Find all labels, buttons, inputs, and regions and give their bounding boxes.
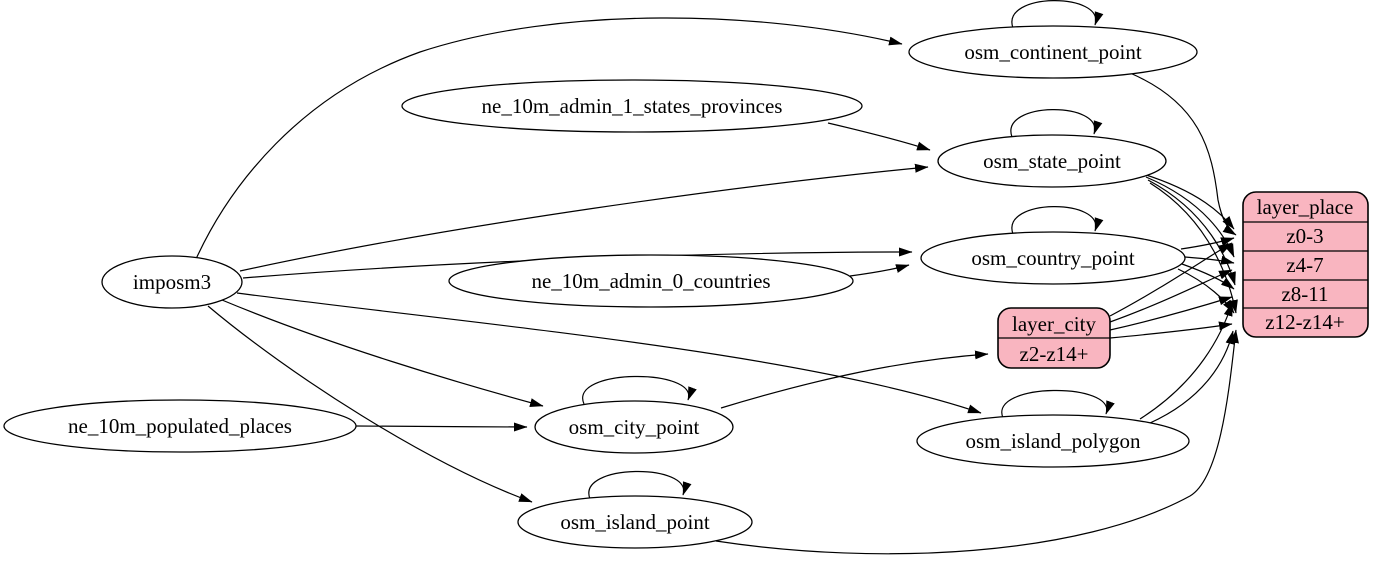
self-loop-osm_country_point [1011,206,1104,235]
node-imposm3-shape [101,255,243,309]
record-layer_place-row-z8-11: z8-11 [1281,282,1328,306]
node-osm_country_point-label: osm_country_point [971,246,1134,270]
node-osm_city_point-label: osm_city_point [569,415,700,439]
node-osm_continent_point-label: osm_continent_point [964,40,1141,64]
node-osm_island_point-label: osm_island_point [560,510,710,534]
node-osm_state_point: osm_state_point [937,134,1167,188]
edge-osm_island_polygon-layer_place-z8-11 [1139,302,1233,420]
edge-layer_city-layer_place-z12-z14 [1109,321,1233,339]
record-layer_place-title: layer_place [1257,195,1354,219]
node-ne_10m_admin_1_states_provinces: ne_10m_admin_1_states_provinces [401,79,863,133]
node-osm_city_point: osm_city_point [534,400,734,454]
record-layer_place: layer_place z0-3 z4-7 z8-11 z12-z14+ [1242,191,1369,338]
node-osm_island_point: osm_island_point [517,495,753,549]
self-loop-osm_continent_point [1011,0,1104,29]
node-imposm3-label: imposm3 [133,270,211,294]
edge-osm_city_point-layer_city [720,350,989,409]
edge-imposm3-osm_state_point [239,163,929,272]
node-osm_island_polygon-label: osm_island_polygon [965,429,1141,453]
record-layer_place-row-z12-z14: z12-z14+ [1265,310,1344,334]
node-ne_10m_populated_places-label: ne_10m_populated_places [68,414,292,438]
edge-imposm3-osm_city_point [221,299,544,407]
node-ne_10m_admin_1_states_provinces-shape [401,79,863,133]
edge-osm_country_point-layer_place-z8-11 [1181,263,1235,290]
node-osm_country_point-shape [920,231,1186,285]
node-osm_island_point-shape [517,495,753,549]
edge-ne_10m_admin_0_countries-osm_country_point [849,264,910,277]
node-ne_10m_admin_1_states_provinces-label: ne_10m_admin_1_states_provinces [482,94,783,118]
node-osm_country_point: osm_country_point [920,231,1186,285]
self-loop-osm_city_point [582,375,697,405]
edge-imposm3-osm_continent_point [195,17,903,260]
node-imposm3: imposm3 [101,255,243,309]
record-layer_place-row-z4-7: z4-7 [1286,253,1323,277]
node-ne_10m_admin_0_countries-label: ne_10m_admin_0_countries [531,269,770,293]
record-layer_city-title: layer_city [1012,312,1096,336]
node-ne_10m_populated_places-shape [3,399,357,453]
edge-osm_country_point-layer_place-z0-3 [1180,237,1235,250]
self-loop-osm_state_point [1010,109,1103,138]
edge-osm_island_polygon-layer_place-z12-z14 [1149,330,1235,424]
record-layer_place-box [1242,191,1369,338]
edge-layer_city-layer_place-z4-7 [1109,269,1233,323]
node-ne_10m_admin_0_countries-shape [448,254,854,308]
edge-layer_city-layer_place-z0-3 [1109,242,1233,317]
self-loop-osm_island_polygon [1001,389,1115,419]
record-layer_place-row-z0-3: z0-3 [1286,224,1323,248]
node-osm_continent_point-shape [908,25,1198,79]
edges-layer [195,0,1239,555]
edge-ne_10m_admin_1_states_provinces-osm_state_point [827,122,931,151]
edge-layer_city-layer_place-z8-11 [1109,296,1233,331]
self-loop-osm_island_point [588,470,692,500]
node-osm_island_polygon-shape [916,414,1190,468]
record-layer_city: layer_city z2-z14+ [997,307,1111,369]
edge-osm_island_point-layer_place-z12-z14 [715,329,1239,555]
edge-imposm3-osm_island_point [207,305,533,503]
node-osm_state_point-label: osm_state_point [983,149,1121,173]
node-osm_city_point-shape [534,400,734,454]
node-ne_10m_populated_places: ne_10m_populated_places [3,399,357,453]
record-layer_city-row-z2-z14: z2-z14+ [1020,342,1089,366]
node-osm_continent_point: osm_continent_point [908,25,1198,79]
node-ne_10m_admin_0_countries: ne_10m_admin_0_countries [448,254,854,308]
edge-ne_10m_populated_places-osm_city_point [355,422,528,432]
node-osm_state_point-shape [937,134,1167,188]
edge-imposm3-osm_island_polygon [236,292,982,414]
node-osm_island_polygon: osm_island_polygon [916,414,1190,468]
edge-osm_country_point-layer_place-z4-7 [1184,255,1235,265]
edge-osm_state_point-layer_place-z0-3 [1142,173,1235,230]
